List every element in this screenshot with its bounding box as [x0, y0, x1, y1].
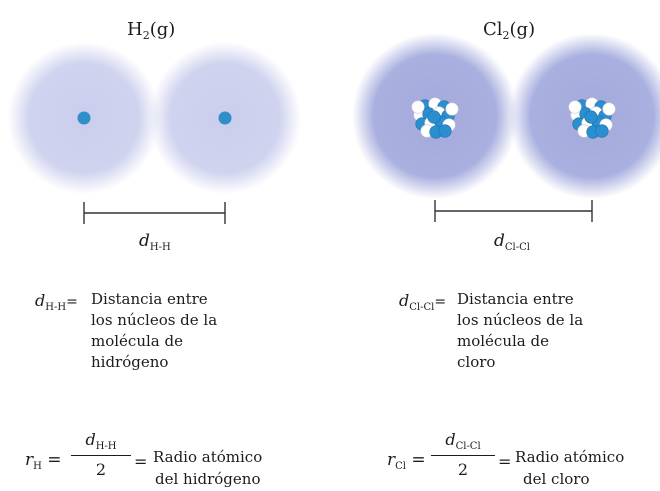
cl-atom-1-nucleus — [411, 97, 459, 139]
cl-radius-equals: = — [498, 452, 512, 471]
cl-distance-label: dCl-Cl — [494, 231, 530, 253]
cl-definition-text: Distancia entre los núcleos de la molécu… — [457, 289, 583, 373]
h-fraction-numerator: dH-H — [71, 430, 131, 456]
cl-fraction-denominator: 2 — [457, 460, 469, 479]
cl-radius-line-2: del cloro — [523, 470, 590, 488]
cl2-title: Cl2(g) — [483, 19, 536, 42]
neutron — [568, 100, 582, 114]
h-definition-line-1: Distancia entre — [91, 290, 208, 308]
h-definition-term: dH-H= — [35, 291, 78, 313]
cl-definition-line-1: Distancia entre — [457, 290, 574, 308]
cl-definition-line-2: los núcleos de la — [457, 311, 584, 329]
h-definition-line-4: hidrógeno — [91, 353, 169, 371]
h-radius-line-1: Radio atómico — [153, 448, 263, 466]
cl-definition-line-4: cloro — [457, 353, 496, 371]
h-radius-equals: = — [134, 452, 148, 471]
cl-atom-2-nucleus — [568, 97, 616, 139]
cl-definition-line-3: molécula de — [457, 332, 549, 350]
h-distance-bracket — [83, 202, 226, 224]
h-radius-symbol: rH = — [25, 450, 62, 472]
cl-distance-bracket — [434, 200, 593, 222]
h-fraction-denominator: 2 — [95, 460, 107, 479]
cl-radius-symbol: rCl = — [387, 450, 426, 472]
cl-radius-fraction: dCl-Cl 2 — [431, 430, 495, 479]
h-definition-line-3: molécula de — [91, 332, 183, 350]
h-atom-2-nucleus — [218, 111, 232, 125]
h-radius-label: Radio atómico del hidrógeno — [153, 446, 262, 490]
neutron — [411, 100, 425, 114]
neutron — [602, 102, 616, 116]
h-definition-text: Distancia entre los núcleos de la molécu… — [91, 289, 217, 373]
proton — [584, 110, 598, 124]
h-distance-label: dH-H — [139, 231, 171, 253]
cl-fraction-numerator: dCl-Cl — [431, 430, 495, 456]
h-radius-line-2: del hidrógeno — [155, 470, 261, 488]
h2-title: H2(g) — [127, 19, 176, 42]
neutron — [445, 102, 459, 116]
cl-radius-line-1: Radio atómico — [515, 448, 625, 466]
h-atom-1-nucleus — [77, 111, 91, 125]
cl-definition-term: dCl-Cl= — [399, 291, 447, 313]
h-definition-line-2: los núcleos de la — [91, 311, 218, 329]
cl-radius-label: Radio atómico del cloro — [515, 446, 624, 490]
proton — [595, 124, 609, 138]
proton — [427, 110, 441, 124]
h-radius-fraction: dH-H 2 — [71, 430, 131, 479]
proton — [438, 124, 452, 138]
